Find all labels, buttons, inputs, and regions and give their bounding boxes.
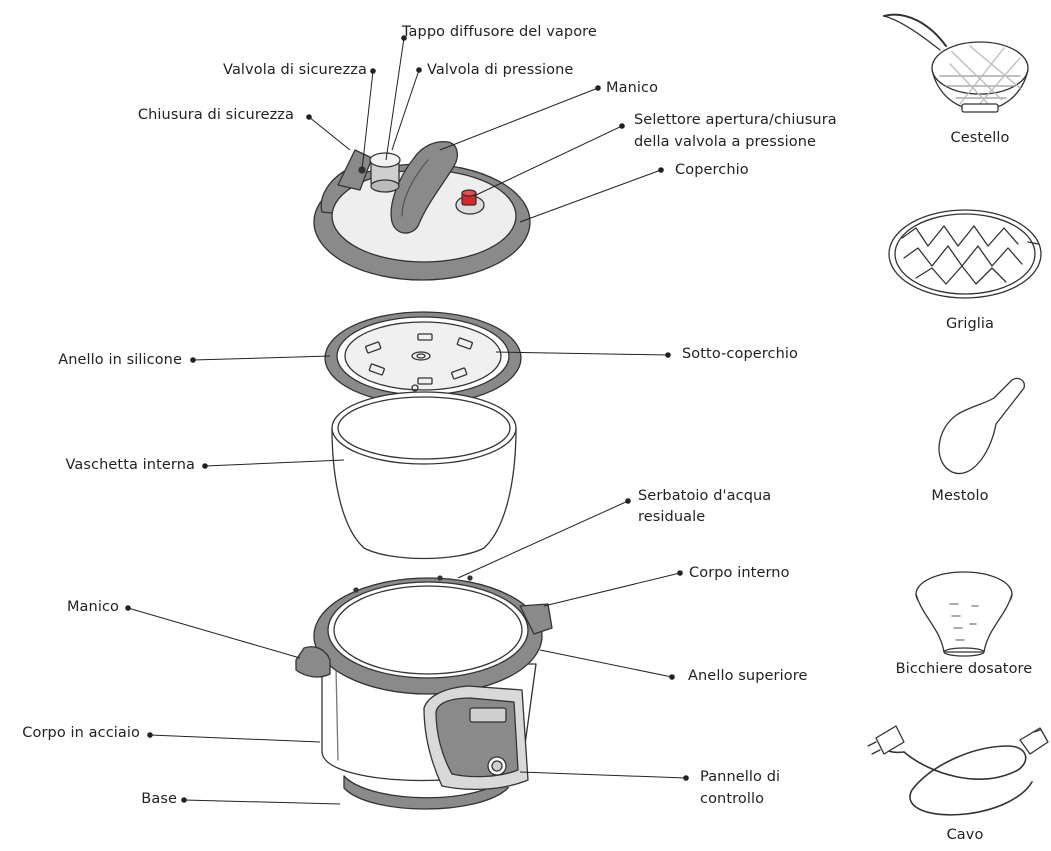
label-coperchio: Coperchio	[675, 162, 749, 178]
label-valvola-sicurezza: Valvola di sicurezza	[223, 62, 367, 78]
caption-cestello: Cestello	[950, 130, 1010, 146]
caption-mestolo: Mestolo	[931, 488, 989, 504]
basket-illustration	[883, 13, 1029, 113]
label-corpo-acciaio: Corpo in acciaio	[22, 725, 140, 741]
label-manico-body: Manico	[66, 599, 119, 615]
caption-griglia: Griglia	[945, 316, 995, 332]
ladle-illustration	[938, 377, 1025, 475]
label-serbatoio-line2: residuale	[638, 509, 706, 525]
label-base: Base	[141, 791, 177, 807]
label-selettore-line2: della valvola a pressione	[634, 134, 817, 150]
cable-illustration	[867, 725, 1049, 816]
caption-bicchiere: Bicchiere dosatore	[895, 661, 1033, 677]
label-sotto-coperchio: Sotto-coperchio	[682, 346, 798, 362]
label-serbatoio-line1: Serbatoio d'acqua	[638, 488, 772, 504]
label-selettore-line1: Selettore apertura/chiusura	[634, 112, 837, 128]
lid-illustration	[313, 140, 531, 281]
label-pannello-line2: controllo	[700, 791, 765, 807]
label-manico-top: Manico	[606, 80, 659, 96]
label-corpo-interno: Corpo interno	[689, 565, 790, 581]
label-vaschetta-interna: Vaschetta interna	[65, 457, 195, 473]
inner-pot-illustration	[331, 391, 517, 560]
leader-lines	[127, 37, 687, 805]
caption-cavo: Cavo	[946, 827, 984, 843]
label-valvola-pressione: Valvola di pressione	[427, 62, 574, 78]
cooker-body-illustration	[295, 575, 553, 810]
label-chiusura-sicurezza: Chiusura di sicurezza	[137, 107, 294, 123]
label-pannello-line1: Pannello di	[700, 769, 781, 785]
under-lid-illustration	[324, 311, 522, 405]
label-tappo-diffusore: Tappo diffusore del vapore	[402, 24, 597, 40]
label-anello-superiore: Anello superiore	[688, 668, 808, 684]
label-anello-silicone: Anello in silicone	[58, 352, 182, 368]
measuring-cup-illustration	[915, 571, 1013, 657]
leader-dots	[125, 35, 689, 803]
rack-illustration	[888, 209, 1042, 299]
